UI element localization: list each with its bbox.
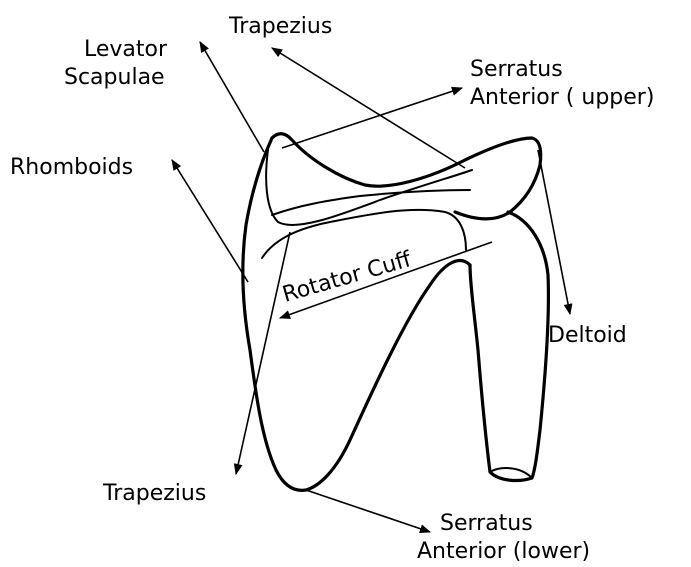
scapula-bone	[243, 134, 549, 491]
label-levator-scapulae-line2: Scapulae	[64, 65, 165, 90]
label-deltoid: Deltoid	[548, 323, 627, 348]
deltoid-arrow	[538, 150, 570, 314]
glenoid-neck-outline	[262, 210, 466, 258]
acromion-outline	[272, 134, 541, 219]
label-serratus-upper-line2: Anterior ( upper)	[470, 85, 654, 110]
label-trapezius-lower: Trapezius	[102, 481, 206, 506]
serratus-lower-arrow	[306, 490, 430, 532]
muscle-arrows	[172, 42, 570, 532]
levator-scapulae-arrow	[200, 42, 264, 152]
rhomboids-arrow	[172, 160, 248, 282]
label-serratus-lower-line1: Serratus	[440, 511, 533, 536]
muscle-labels: Trapezius Levator Scapulae Serratus Ante…	[10, 14, 654, 564]
label-levator-scapulae-line1: Levator	[84, 37, 168, 62]
glenoid-process-outline	[470, 212, 548, 480]
label-serratus-lower-line2: Anterior (lower)	[417, 539, 590, 564]
label-trapezius-upper: Trapezius	[228, 14, 332, 39]
label-rhomboids: Rhomboids	[10, 155, 133, 180]
label-serratus-upper-line1: Serratus	[470, 57, 563, 82]
serratus-upper-arrow	[282, 88, 462, 148]
